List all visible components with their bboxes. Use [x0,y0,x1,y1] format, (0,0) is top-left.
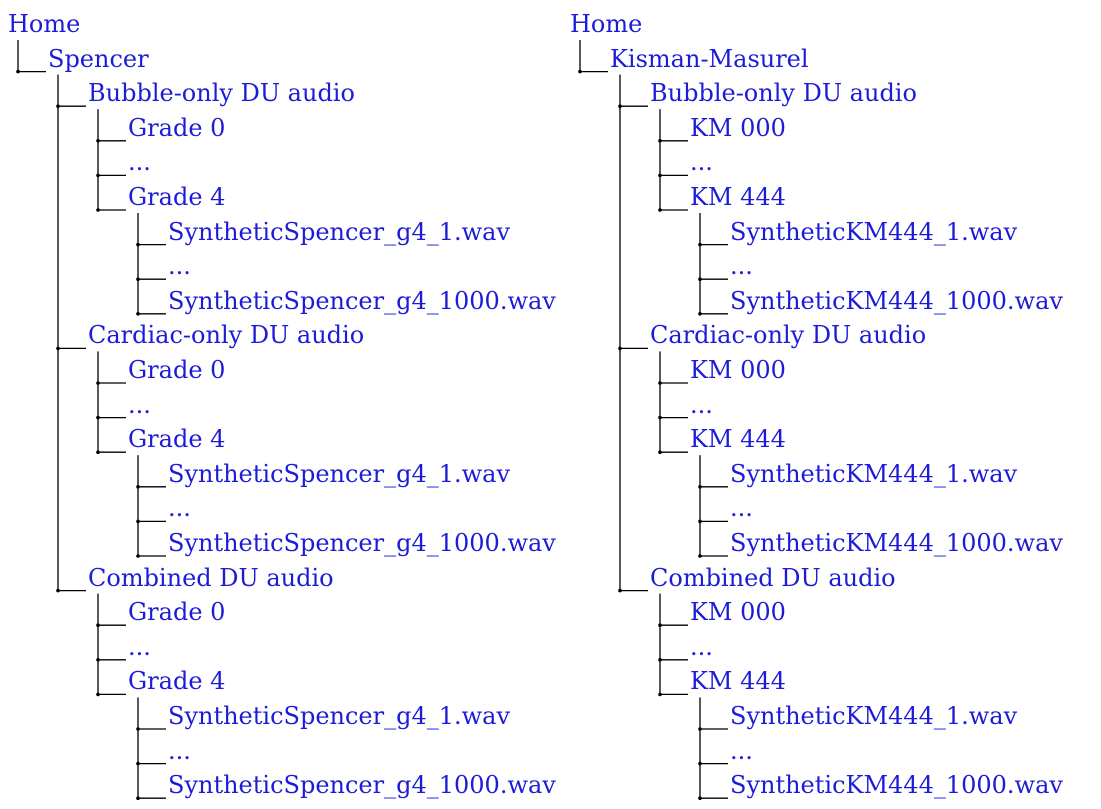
connector-dot [136,242,140,247]
tree-node-ellipsis[interactable]: ... [690,390,713,419]
connector-dot [96,415,100,420]
tree-node-cardiac-only-du-audio[interactable]: Cardiac-only DU audio [650,321,927,350]
connector-dot [618,104,622,108]
connector-dot [658,623,662,627]
tree-node-combined-du-audio[interactable]: Combined DU audio [88,563,334,592]
tree-node-grade-4[interactable]: Grade 4 [128,183,226,211]
connector-dot [578,69,582,74]
connector-dot [658,658,662,662]
tree-node-syntheticspencer-g4-1-wav[interactable]: SyntheticSpencer_g4_1.wav [168,217,511,246]
tree-node-bubble-only-du-audio[interactable]: Bubble-only DU audio [650,79,917,108]
tree-node-home[interactable]: Home [8,10,81,38]
tree-node-combined-du-audio[interactable]: Combined DU audio [650,563,896,592]
connector-dot [96,139,100,143]
tree-node-syntheticspencer-g4-1-wav[interactable]: SyntheticSpencer_g4_1.wav [168,459,511,488]
tree-node-bubble-only-du-audio[interactable]: Bubble-only DU audio [88,79,355,108]
connector-dot [136,485,140,489]
connector-dot [136,761,140,766]
connector-dot [658,208,662,212]
connector-dot [698,312,702,316]
tree-node-grade-0[interactable]: Grade 0 [128,356,226,384]
tree-node-syntheticspencer-g4-1000-wav[interactable]: SyntheticSpencer_g4_1000.wav [168,529,556,557]
tree-node-km-000[interactable]: KM 000 [690,113,786,142]
connector-dot [658,692,662,697]
tree-node-grade-0[interactable]: Grade 0 [128,598,226,627]
tree-node-km-444[interactable]: KM 444 [690,425,786,454]
tree-node-ellipsis[interactable]: ... [690,148,713,177]
tree-node-ellipsis[interactable]: ... [168,736,191,765]
connector-dot [698,277,702,282]
tree-node-spencer[interactable]: Spencer [48,44,149,73]
tree-node-km-000[interactable]: KM 000 [690,356,786,384]
tree-node-synthetickm444-1-wav[interactable]: SyntheticKM444_1.wav [730,217,1018,246]
connector-dot [96,623,100,627]
tree-node-ellipsis[interactable]: ... [168,494,191,523]
tree-node-ellipsis[interactable]: ... [690,632,713,661]
connector-dot [96,658,100,662]
connector-dot [136,519,140,524]
connector-dot [658,450,662,455]
tree-node-grade-4[interactable]: Grade 4 [128,425,226,454]
connector-dot [136,312,140,316]
connector-dot [96,381,100,385]
connector-dot [658,139,662,143]
connector-dot [698,761,702,766]
connector-dot [698,485,702,489]
connector-dot [136,554,140,558]
connector-dot [698,796,702,800]
tree-node-km-444[interactable]: KM 444 [690,183,786,211]
tree-node-km-000[interactable]: KM 000 [690,598,786,627]
tree-node-ellipsis[interactable]: ... [128,632,151,661]
connector-dot [658,415,662,420]
tree-node-synthetickm444-1000-wav[interactable]: SyntheticKM444_1000.wav [730,771,1063,800]
connector-dot [56,346,60,351]
connector-dot [96,692,100,697]
tree-node-syntheticspencer-g4-1000-wav[interactable]: SyntheticSpencer_g4_1000.wav [168,286,556,315]
tree-node-syntheticspencer-g4-1000-wav[interactable]: SyntheticSpencer_g4_1000.wav [168,771,556,800]
connector-dot [658,381,662,385]
tree-node-synthetickm444-1-wav[interactable]: SyntheticKM444_1.wav [730,459,1018,488]
connector-dot [618,346,622,351]
connector-dot [658,173,662,178]
tree-node-ellipsis[interactable]: ... [730,252,753,281]
connector-dot [698,519,702,524]
tree-node-synthetickm444-1-wav[interactable]: SyntheticKM444_1.wav [730,702,1018,730]
connector-dot [698,727,702,731]
tree-node-grade-0[interactable]: Grade 0 [128,113,226,142]
connector-dot [56,588,60,593]
tree-node-kisman-masurel[interactable]: Kisman-Masurel [610,44,809,73]
tree-node-grade-4[interactable]: Grade 4 [128,667,226,696]
tree-node-ellipsis[interactable]: ... [128,148,151,177]
tree-node-syntheticspencer-g4-1-wav[interactable]: SyntheticSpencer_g4_1.wav [168,702,511,730]
connector-dot [136,796,140,800]
tree-node-ellipsis[interactable]: ... [730,736,753,765]
connector-dot [56,104,60,108]
tree-node-synthetickm444-1000-wav[interactable]: SyntheticKM444_1000.wav [730,529,1063,557]
tree-node-km-444[interactable]: KM 444 [690,667,786,696]
tree-node-ellipsis[interactable]: ... [128,390,151,419]
tree-node-ellipsis[interactable]: ... [730,494,753,523]
connector-dot [96,173,100,178]
connector-dot [136,277,140,282]
tree-node-ellipsis[interactable]: ... [168,252,191,281]
tree-node-cardiac-only-du-audio[interactable]: Cardiac-only DU audio [88,321,365,350]
connector-dot [136,727,140,731]
tree-node-home[interactable]: Home [570,10,643,38]
connector-dot [698,242,702,247]
connector-dot [16,69,20,74]
tree-node-synthetickm444-1000-wav[interactable]: SyntheticKM444_1000.wav [730,286,1063,315]
connector-dot [96,450,100,455]
connector-dot [96,208,100,212]
connector-dot [698,554,702,558]
connector-dot [618,588,622,593]
